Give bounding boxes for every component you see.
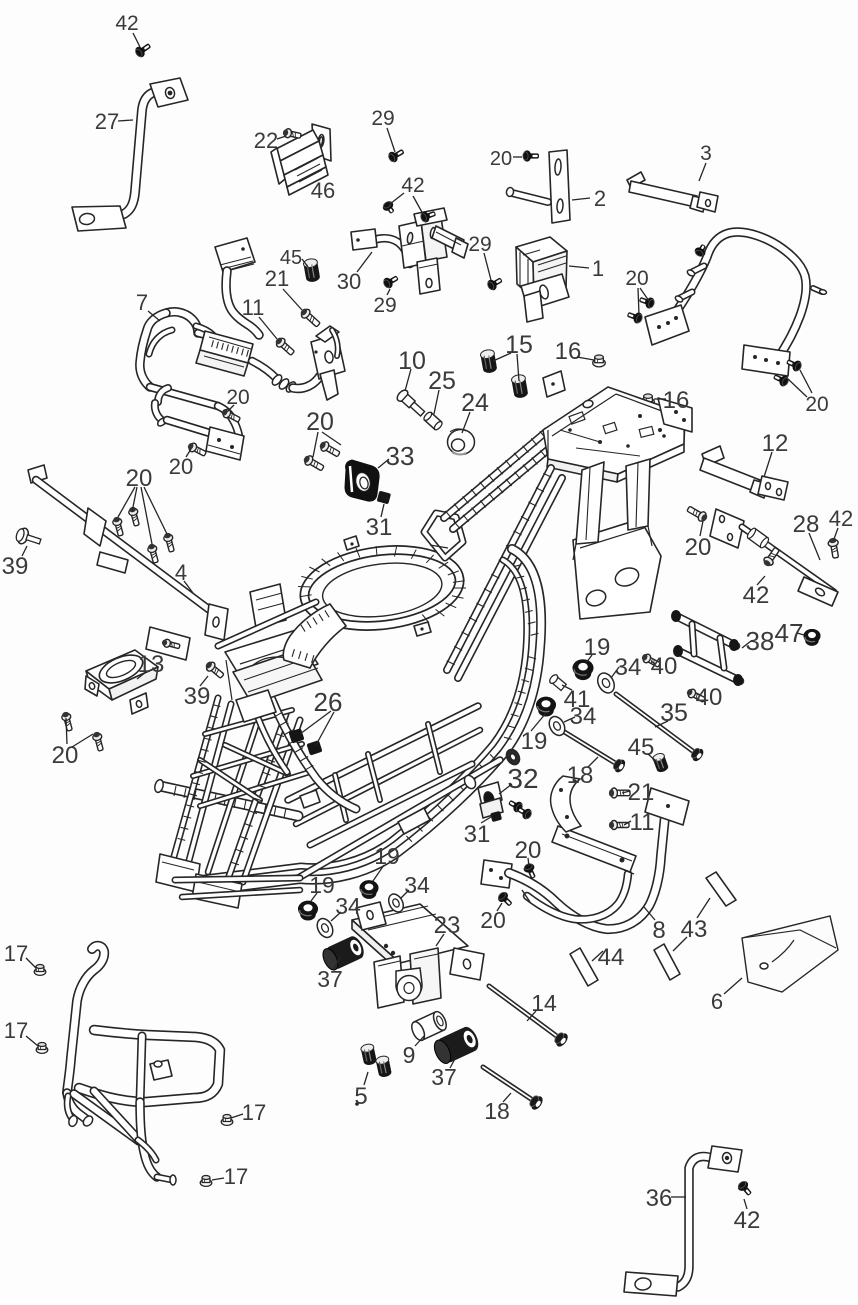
svg-text:17: 17 [4, 941, 28, 966]
svg-text:15: 15 [505, 331, 533, 359]
svg-text:10: 10 [398, 347, 426, 375]
svg-text:33: 33 [386, 441, 415, 471]
svg-text:29: 29 [468, 233, 491, 256]
svg-text:17: 17 [4, 1018, 28, 1043]
svg-text:6: 6 [711, 989, 723, 1014]
svg-text:28: 28 [793, 511, 820, 538]
svg-text:12: 12 [762, 430, 789, 457]
svg-text:42: 42 [743, 582, 770, 609]
svg-text:37: 37 [431, 1064, 457, 1090]
svg-text:1: 1 [592, 256, 604, 281]
svg-text:20: 20 [226, 386, 249, 409]
svg-text:25: 25 [428, 367, 456, 395]
svg-text:9: 9 [403, 1042, 416, 1068]
svg-text:20: 20 [306, 408, 334, 436]
svg-text:20: 20 [169, 454, 193, 479]
svg-text:20: 20 [480, 907, 506, 933]
svg-text:21: 21 [628, 779, 655, 806]
svg-text:19: 19 [309, 872, 335, 898]
svg-text:13: 13 [138, 651, 165, 678]
svg-text:17: 17 [242, 1100, 266, 1125]
svg-text:42: 42 [734, 1207, 761, 1234]
svg-text:20: 20 [805, 393, 828, 416]
svg-text:24: 24 [461, 389, 489, 417]
svg-text:8: 8 [652, 917, 665, 944]
svg-text:20: 20 [685, 534, 712, 561]
svg-text:27: 27 [95, 109, 119, 134]
svg-text:40: 40 [696, 684, 723, 711]
svg-text:2: 2 [594, 186, 606, 211]
svg-text:21: 21 [265, 266, 289, 291]
svg-text:37: 37 [317, 966, 343, 992]
svg-text:42: 42 [115, 12, 138, 35]
svg-text:29: 29 [373, 294, 396, 317]
svg-text:11: 11 [242, 295, 265, 320]
svg-text:22: 22 [254, 128, 278, 153]
svg-text:18: 18 [484, 1098, 510, 1124]
svg-text:5: 5 [354, 1083, 367, 1110]
svg-text:4: 4 [175, 560, 187, 585]
svg-text:29: 29 [371, 107, 394, 130]
svg-text:17: 17 [224, 1164, 248, 1189]
svg-text:40: 40 [651, 653, 678, 680]
svg-text:32: 32 [507, 763, 538, 794]
svg-text:34: 34 [335, 893, 361, 919]
svg-text:38: 38 [746, 626, 775, 656]
svg-text:3: 3 [700, 142, 712, 165]
svg-text:23: 23 [434, 912, 461, 939]
svg-text:16: 16 [555, 338, 582, 365]
svg-text:34: 34 [404, 872, 430, 898]
svg-text:19: 19 [521, 728, 548, 755]
svg-text:39: 39 [184, 683, 211, 710]
svg-text:45: 45 [628, 734, 655, 761]
svg-text:20: 20 [490, 148, 512, 170]
svg-text:19: 19 [584, 634, 611, 661]
svg-text:20: 20 [625, 267, 648, 290]
svg-text:16: 16 [663, 387, 690, 414]
svg-text:42: 42 [829, 506, 853, 531]
svg-text:11: 11 [630, 809, 655, 836]
svg-text:34: 34 [570, 703, 597, 730]
svg-text:39: 39 [2, 553, 29, 580]
svg-text:36: 36 [646, 1185, 673, 1212]
svg-text:46: 46 [311, 178, 335, 203]
svg-text:31: 31 [366, 514, 393, 541]
svg-text:44: 44 [598, 944, 625, 971]
svg-text:30: 30 [337, 269, 361, 294]
svg-text:20: 20 [126, 465, 153, 492]
svg-text:7: 7 [136, 290, 148, 315]
svg-text:31: 31 [464, 821, 491, 848]
svg-text:19: 19 [374, 843, 400, 869]
svg-text:42: 42 [401, 174, 424, 197]
